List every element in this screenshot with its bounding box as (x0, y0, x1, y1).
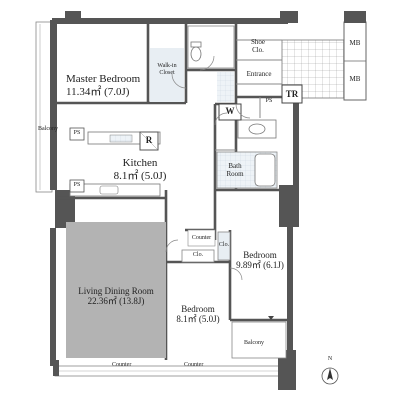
counter-right-label: Counter (184, 362, 204, 368)
toilet-icon (190, 46, 202, 62)
refrigerator-label: R (145, 135, 153, 145)
washer-box (218, 103, 242, 121)
kitchen-label: Kitchen 8.1㎡ (5.0J) (113, 157, 167, 182)
bathtub (254, 153, 276, 187)
living-carpet (66, 222, 166, 358)
master-bedroom-label: Master Bedroom 11.34㎡ (7.0J) (66, 73, 141, 98)
washer-label: W (225, 106, 235, 116)
walk-in-closet-label: Walk-in Closet (157, 63, 177, 76)
ps-bottom-label: PS (73, 182, 81, 188)
washroom-floor (217, 72, 234, 102)
closet-bedroom-south (181, 249, 215, 263)
bath-room-label: Bath Room (226, 162, 244, 179)
counter-left-label: Counter (112, 362, 132, 368)
mb-bottom-label: MB (349, 75, 361, 83)
balcony-south-label: Balcony (244, 340, 264, 346)
hall-counter-label: Counter (191, 235, 212, 241)
shoe-closet-label: Shoe Clo. (251, 38, 265, 55)
ps-entrance-label: PS (265, 98, 273, 104)
ps-top-label: PS (73, 130, 81, 136)
ps-bottom-box (69, 179, 85, 193)
bedroom-south-label: Bedroom 8.1㎡ (5.0J) (176, 304, 220, 325)
closet-bedroom-east (217, 231, 231, 261)
west-balcony-strip (35, 21, 53, 193)
mb-top-label: MB (349, 39, 361, 47)
structural-walls (50, 11, 299, 390)
hall-counter (187, 229, 216, 247)
entrance-label: Entrance (246, 70, 272, 78)
closet-bedroom-south-label: Clo. (192, 252, 204, 258)
ps-top-box (69, 127, 85, 141)
living-dining-label: Living Dining Room 22.36㎡ (13.8J) (78, 286, 154, 307)
south-balcony-area (231, 321, 287, 359)
balcony-west-label: Balcony (38, 126, 58, 132)
walk-in-closet-floor (150, 48, 184, 102)
bedroom-east-label: Bedroom 9.89㎡ (6.1J) (236, 250, 284, 271)
tr-label: TR (285, 89, 299, 99)
north-label: N (327, 356, 333, 362)
closet-bedroom-east-label: Clo. (218, 242, 230, 248)
tr-box (281, 84, 303, 104)
